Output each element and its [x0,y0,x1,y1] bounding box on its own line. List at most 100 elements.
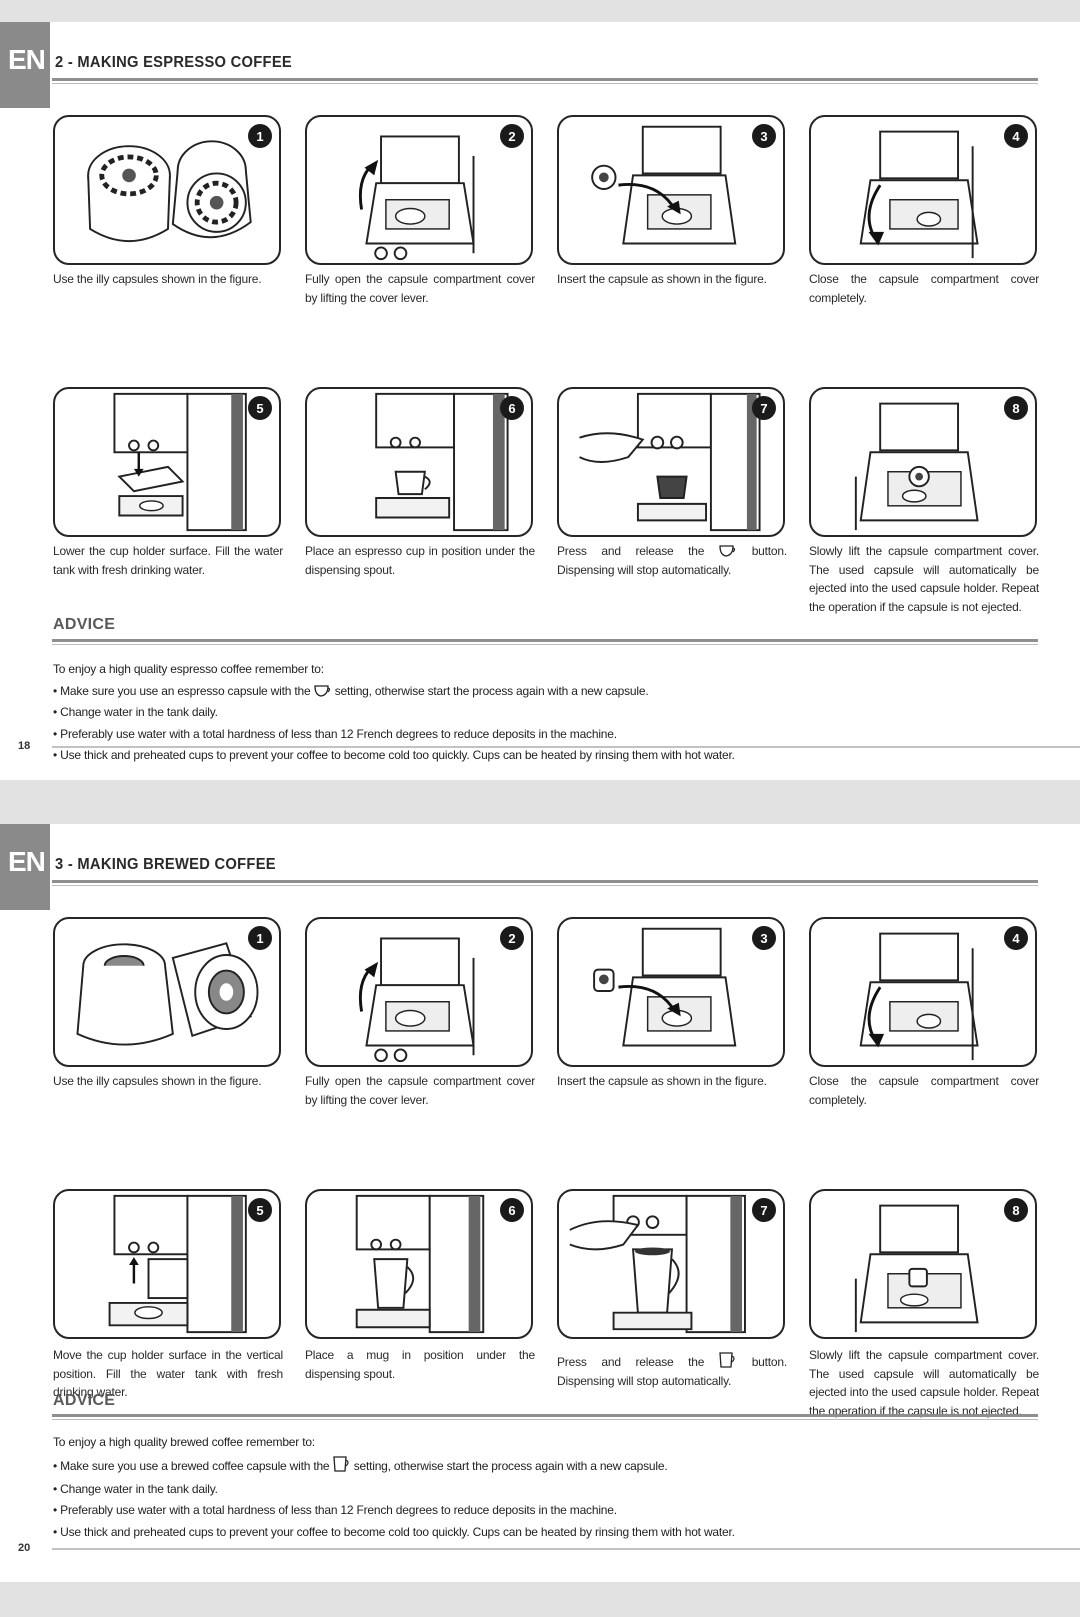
step-number-badge: 2 [500,124,524,148]
small-cup-icon [719,545,736,557]
step-image-5: 5 [53,387,281,537]
advice-title: ADVICE [53,1392,116,1409]
step-caption-3: Insert the capsule as shown in the figur… [557,272,767,286]
title-rule [52,78,1038,84]
lower-cup-holder-illustration [113,392,247,532]
step-image-2: 2 [305,115,533,265]
step-number-badge: 6 [500,1198,524,1222]
step-number-badge: 5 [248,1198,272,1222]
advice-bullet-1: • Make sure you use an espresso capsule … [53,681,1013,703]
advice-text: To enjoy a high quality brewed coffee re… [53,1432,1013,1543]
step-image-6: 6 [305,387,533,537]
advice-bullet-text: • Make sure you use a brewed coffee caps… [53,1458,330,1473]
step-image-6: 6 [305,1189,533,1339]
step-number-badge: 5 [248,396,272,420]
step-caption-2: Fully open the capsule compartment cover… [305,272,535,305]
step-image-2: 2 [305,917,533,1067]
place-mug-illustration [355,1194,485,1334]
step-image-3: 3 [557,917,785,1067]
step-caption-5: Move the cup holder surface in the verti… [53,1348,283,1399]
step-caption-7: Press and release the button. Dispensing… [557,1352,787,1390]
caption-text: Press and release the [557,1355,705,1369]
section-title: 2 - MAKING ESPRESSO COFFEE [55,54,293,71]
step-image-4: 4 [809,115,1037,265]
advice-rule [52,639,1038,645]
advice-bullet-text: setting, otherwise start the process aga… [334,683,649,698]
step-image-5: 5 [53,1189,281,1339]
step-caption-2: Fully open the capsule compartment cover… [305,1074,535,1107]
large-cup-icon [332,1455,349,1472]
place-espresso-cup-illustration [375,392,509,532]
advice-rule [52,1414,1038,1420]
section-title: 3 - MAKING BREWED COFFEE [55,856,276,873]
advice-bullet-text: • Make sure you use an espresso capsule … [53,683,311,698]
step-number-badge: 6 [500,396,524,420]
advice-bullet-4: • Use thick and preheated cups to preven… [53,1524,735,1539]
large-cup-icon [719,1352,735,1368]
eject-capsule-illustration [854,1204,979,1333]
manual-page-espresso: EN 2 - MAKING ESPRESSO COFFEE 1 [0,22,1080,780]
step-number-badge: 8 [1004,1198,1028,1222]
advice-bullet-4: • Use thick and preheated cups to preven… [53,748,735,762]
close-cover-illustration [859,932,979,1061]
machine-open-cover-illustration [358,937,475,1063]
advice-bullet-text: setting, otherwise start the process aga… [353,1458,668,1473]
step-image-7: 7 [557,1189,785,1339]
caption-text: Press and release the [557,544,705,558]
advice-intro: To enjoy a high quality espresso coffee … [53,662,324,676]
step-image-1: 1 [53,115,281,265]
step-caption-8: Slowly lift the capsule compartment cove… [809,1348,1039,1418]
advice-bullet-1: • Make sure you use a brewed coffee caps… [53,1454,1013,1479]
title-rule [52,880,1038,886]
step-image-8: 8 [809,387,1037,537]
step-number-badge: 3 [752,926,776,950]
press-button-illustration [579,392,761,532]
step-caption-5: Lower the cup holder surface. Fill the w… [53,544,283,577]
step-caption-8: Slowly lift the capsule compartment cove… [809,544,1039,614]
step-caption-4: Close the capsule compartment cover comp… [809,272,1039,305]
press-button-mug-illustration [569,1194,746,1334]
step-number-badge: 2 [500,926,524,950]
caption-text: button. Dispensing will stop automatical… [557,1355,788,1388]
close-cover-illustration [859,130,979,259]
footer-rule [52,1548,1080,1550]
page-number: 18 [18,740,31,752]
machine-open-cover-illustration [358,135,475,261]
advice-intro: To enjoy a high quality brewed coffee re… [53,1435,315,1449]
footer-rule [52,746,1080,748]
advice-bullet-2: • Change water in the tank daily. [53,1481,218,1496]
advice-bullet-3: • Preferably use water with a total hard… [53,1503,617,1517]
step-number-badge: 8 [1004,396,1028,420]
eject-capsule-illustration [854,402,979,531]
step-caption-6: Place a mug in position under the dispen… [305,1348,535,1381]
capsules-illustration [87,140,252,243]
step-number-badge: 1 [248,124,272,148]
step-caption-1: Use the illy capsules shown in the figur… [53,1074,262,1088]
step-number-badge: 4 [1004,124,1028,148]
step-number-badge: 7 [752,1198,776,1222]
step-image-8: 8 [809,1189,1037,1339]
step-image-3: 3 [557,115,785,265]
step-number-badge: 3 [752,124,776,148]
insert-capsule-illustration [591,125,737,245]
language-tab: EN [0,824,50,910]
step-caption-1: Use the illy capsules shown in the figur… [53,272,262,286]
small-cup-icon [313,684,330,697]
step-number-badge: 4 [1004,926,1028,950]
language-tab: EN [0,22,50,108]
step-image-7: 7 [557,387,785,537]
step-image-4: 4 [809,917,1037,1067]
manual-page-brewed: EN 3 - MAKING BREWED COFFEE 1 2 [0,824,1080,1582]
brewed-capsules-illustration [76,942,259,1046]
insert-capsule-illustration [593,927,737,1047]
advice-title: ADVICE [53,616,116,633]
step-number-badge: 1 [248,926,272,950]
step-caption-7: Press and release the button. Dispensing… [557,542,787,579]
advice-text: To enjoy a high quality espresso coffee … [53,659,1013,767]
advice-bullet-3: • Preferably use water with a total hard… [53,726,617,741]
step-caption-6: Place an espresso cup in position under … [305,544,535,577]
step-caption-4: Close the capsule compartment cover comp… [809,1074,1039,1107]
advice-bullet-2: • Change water in the tank daily. [53,705,218,719]
step-caption-3: Insert the capsule as shown in the figur… [557,1074,767,1088]
step-image-1: 1 [53,917,281,1067]
